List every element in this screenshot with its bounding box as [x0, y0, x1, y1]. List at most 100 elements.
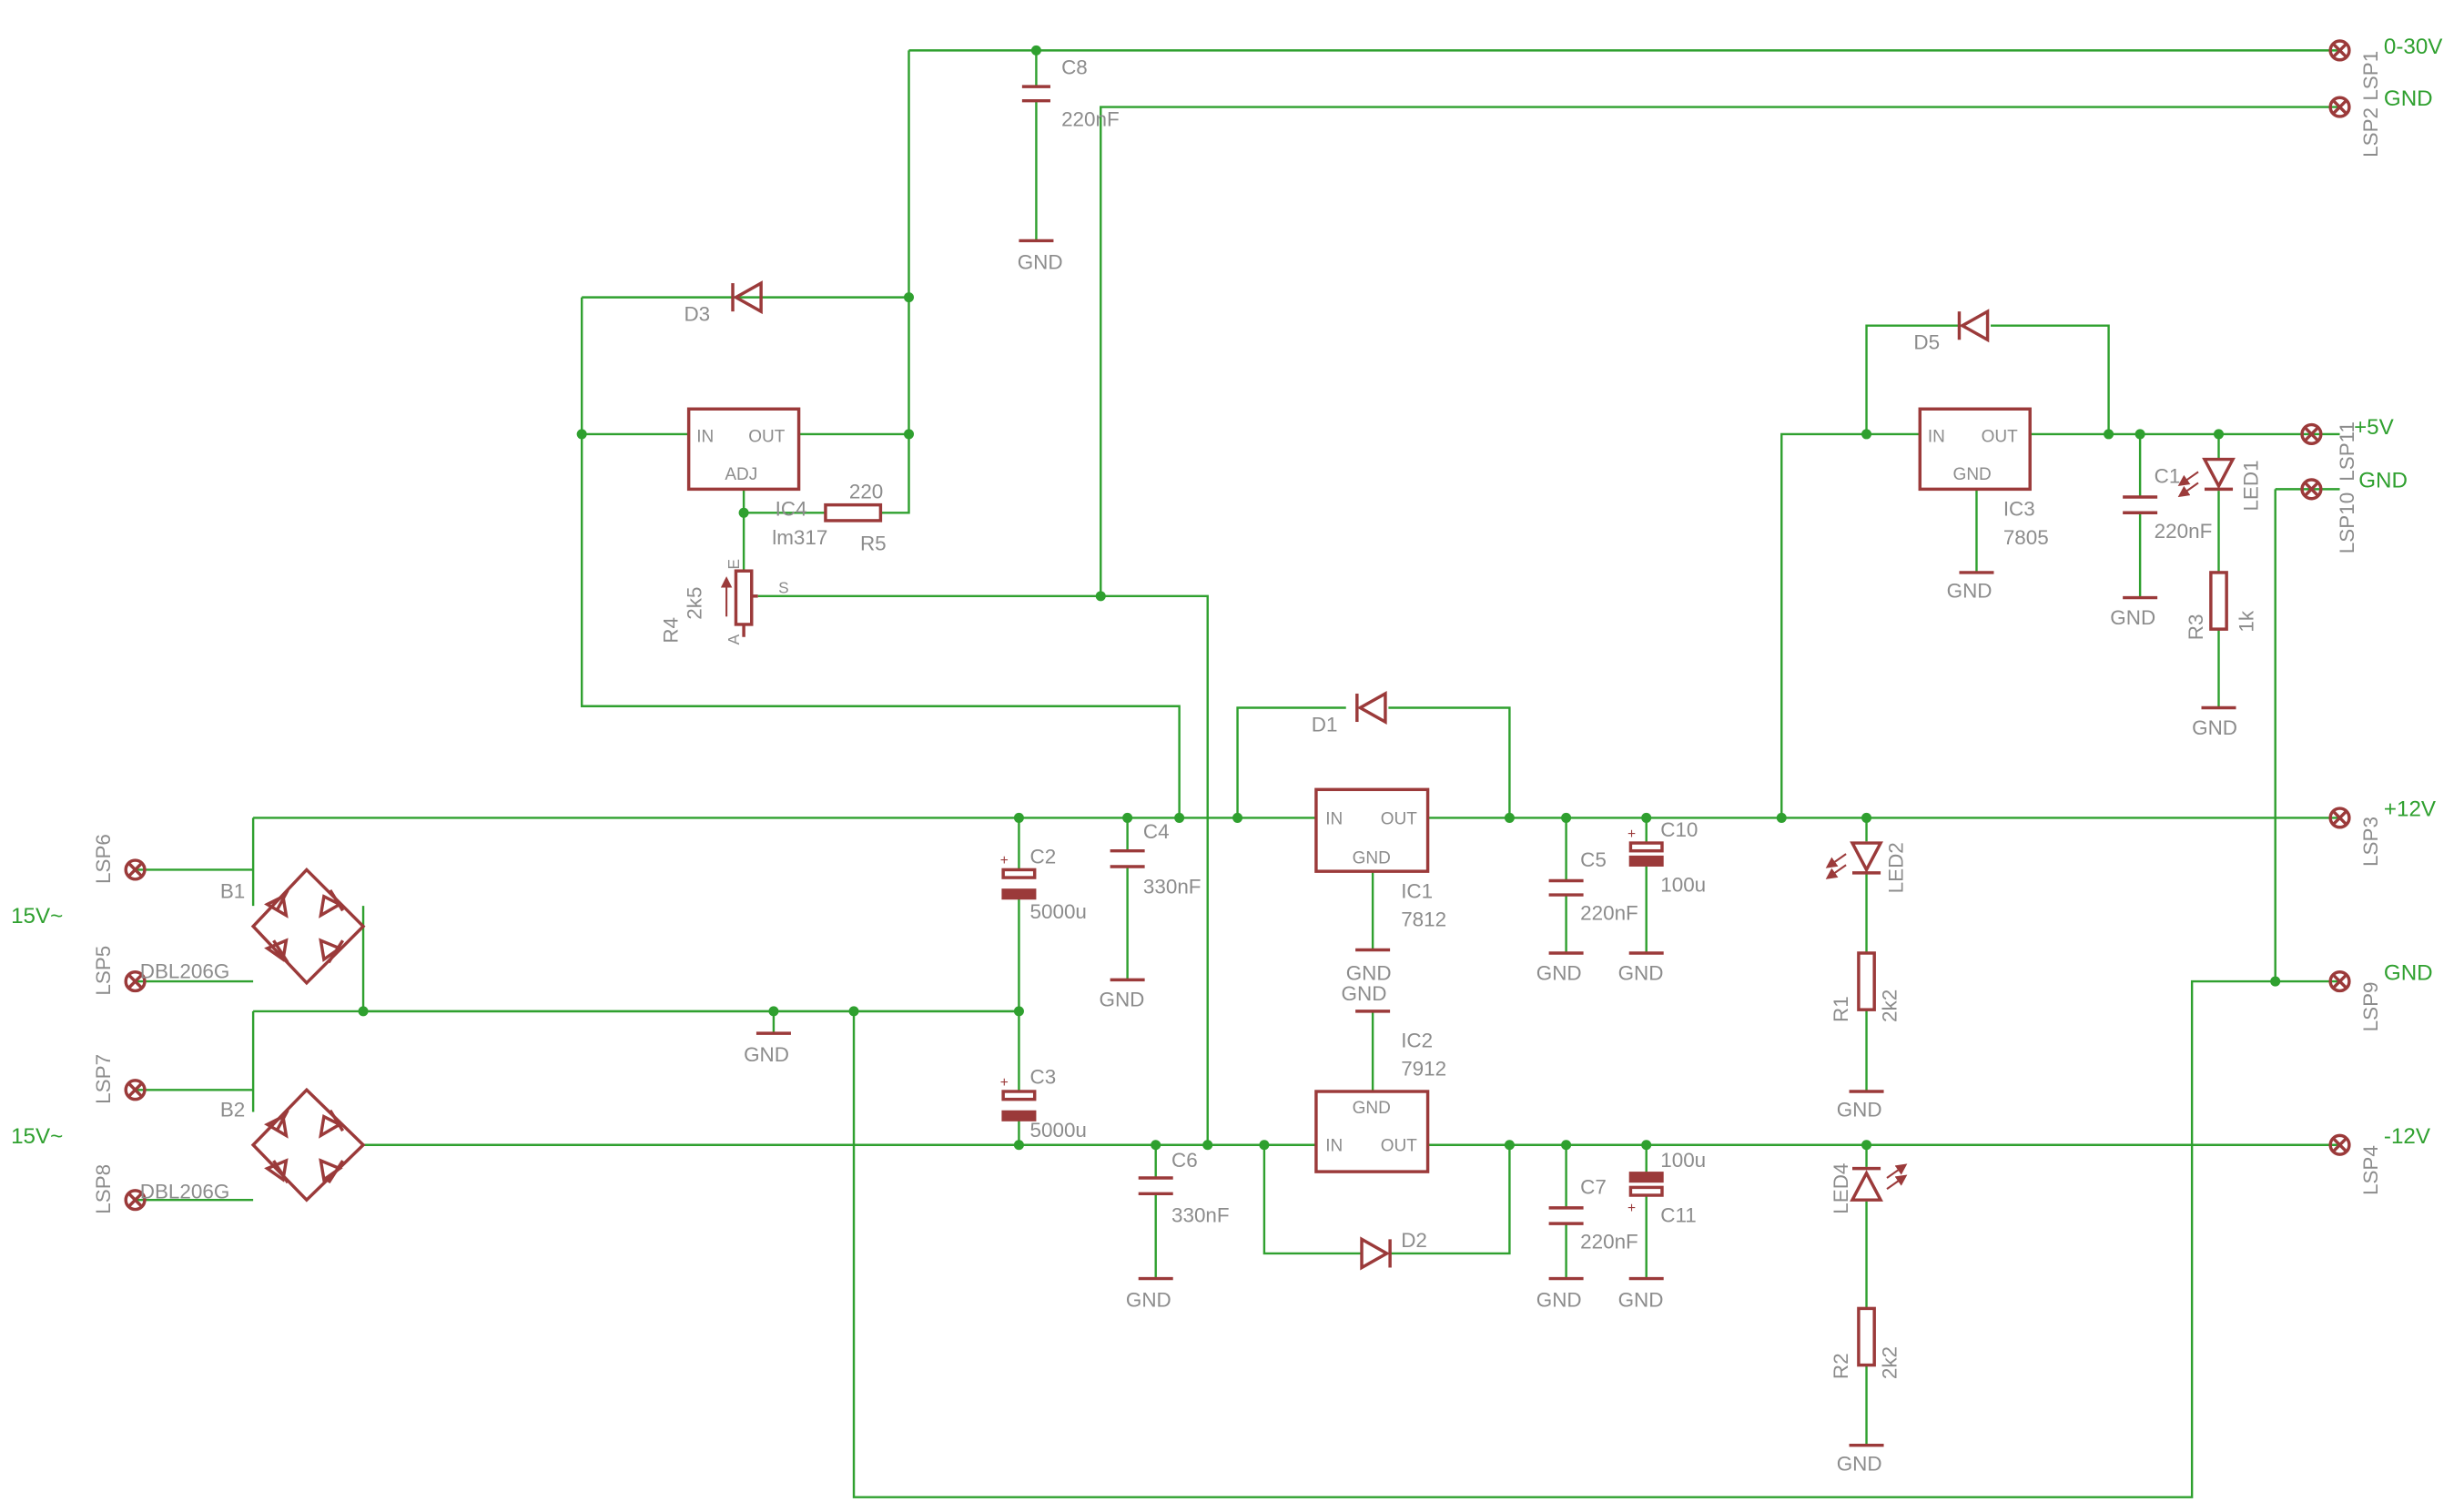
r4-pin-a: A	[725, 634, 743, 644]
gnd-label-c8: GND	[1018, 251, 1063, 274]
gnd-label-ic1: GND	[1346, 961, 1392, 984]
ic2-pin-in: IN	[1325, 1137, 1343, 1156]
b2-bridge-rectifier	[250, 1087, 366, 1203]
ic3-pin-in: IN	[1928, 428, 1945, 447]
lsp1-name: LSP1	[2359, 51, 2382, 101]
c8-name: C8	[1061, 56, 1088, 78]
ic2-name: IC2	[1401, 1030, 1433, 1052]
c2-value: 5000u	[1030, 900, 1087, 923]
input-label-top: 15V~	[11, 904, 63, 929]
r5-resistor	[824, 502, 883, 523]
ic4-pin-out: OUT	[748, 428, 786, 447]
c1-capacitor	[2123, 495, 2158, 515]
gnd-label-ic3: GND	[1947, 580, 1992, 603]
c7-name: C7	[1580, 1175, 1607, 1198]
ic1-pin-gnd: GND	[1353, 849, 1391, 868]
gnd-label-r2: GND	[1837, 1452, 1882, 1475]
c7-value: 220nF	[1580, 1231, 1638, 1253]
c11-value: 100u	[1660, 1149, 1706, 1172]
gnd-symbols	[755, 238, 2236, 1447]
c11-name: C11	[1660, 1203, 1697, 1226]
ic2-value: 7912	[1401, 1058, 1446, 1081]
ic3-pin-gnd: GND	[1953, 465, 1992, 484]
c4-value: 330nF	[1143, 875, 1202, 898]
gnd-label-c4: GND	[1100, 989, 1145, 1011]
led4-led	[1850, 1163, 1908, 1202]
net-label-gnd-top: GND	[2384, 86, 2433, 111]
d1-diode	[1355, 690, 1387, 725]
lsp2-name: LSP2	[2359, 107, 2382, 157]
d5-name: D5	[1913, 331, 1940, 354]
c4-capacitor	[1110, 848, 1145, 868]
lsp9-name: LSP9	[2359, 981, 2382, 1031]
c10-name: C10	[1660, 818, 1698, 841]
connector-pads	[124, 39, 2351, 1212]
r5-value: 220	[849, 481, 883, 503]
ic3-name: IC3	[2003, 498, 2035, 521]
b1-name: B1	[220, 880, 245, 903]
c8-value: 220nF	[1061, 107, 1120, 130]
ic3-7805	[1918, 407, 2032, 492]
c4-name: C4	[1143, 820, 1170, 843]
ic1-pin-in: IN	[1325, 809, 1343, 828]
b2-value: DBL206G	[140, 1180, 230, 1203]
svg-text:+: +	[1627, 1201, 1636, 1216]
gnd-label-r3: GND	[2192, 716, 2237, 739]
wires	[135, 49, 2340, 1498]
ic4-value: lm317	[772, 526, 827, 549]
gnd-label-ic2: GND	[1342, 982, 1387, 1005]
net-label-gnd-mid: GND	[2384, 960, 2433, 985]
c5-capacitor	[1548, 878, 1584, 897]
led2-led	[1825, 841, 1883, 879]
d3-name: D3	[684, 303, 710, 326]
r3-value: 1k	[2236, 610, 2258, 632]
c3-name: C3	[1030, 1065, 1057, 1088]
net-label-gnd-5v: GND	[2358, 469, 2408, 493]
r3-resistor	[2209, 571, 2228, 631]
b1-bridge-rectifier	[250, 867, 366, 986]
lsp6-name: LSP6	[92, 834, 115, 884]
d1-name: D1	[1312, 713, 1338, 736]
r3-name: R3	[2185, 614, 2207, 641]
r2-name: R2	[1830, 1353, 1852, 1379]
led1-name: LED1	[2240, 460, 2263, 511]
gnd-label-c1: GND	[2110, 606, 2155, 629]
net-label-0-30v: 0-30V	[2384, 35, 2443, 59]
b1-value: DBL206G	[140, 960, 230, 983]
gnd-label-c10: GND	[1618, 961, 1664, 984]
led4-name: LED4	[1830, 1163, 1852, 1214]
ic4-lm317	[686, 407, 801, 492]
r4-potentiometer	[720, 569, 758, 637]
c3-value: 5000u	[1030, 1119, 1087, 1142]
r1-value: 2k2	[1878, 989, 1901, 1022]
r2-value: 2k2	[1878, 1346, 1901, 1379]
c8-capacitor	[1021, 85, 1050, 103]
ic4-name: IC4	[776, 498, 807, 521]
svg-text:+: +	[1000, 1075, 1009, 1091]
c6-capacitor	[1138, 1176, 1173, 1196]
net-label-5v: +5V	[2354, 415, 2395, 440]
c11-electrolytic: +	[1627, 1172, 1664, 1216]
r1-resistor	[1857, 951, 1876, 1011]
b2-name: B2	[220, 1099, 245, 1121]
led1-led	[2177, 457, 2236, 498]
ic1-7812	[1314, 787, 1430, 873]
lsp5-name: LSP5	[92, 946, 115, 996]
c2-name: C2	[1030, 846, 1057, 868]
c3-electrolytic: +	[1000, 1075, 1037, 1121]
c6-value: 330nF	[1171, 1203, 1230, 1226]
r1-name: R1	[1830, 996, 1852, 1022]
lsp11-name: LSP11	[2336, 421, 2358, 482]
net-label-12v: +12V	[2384, 797, 2437, 822]
input-label-bottom: 15V~	[11, 1124, 63, 1149]
r4-name: R4	[660, 617, 683, 644]
ic3-value: 7805	[2003, 526, 2049, 549]
gnd-label-r1: GND	[1837, 1099, 1882, 1121]
ic2-pin-gnd: GND	[1353, 1099, 1391, 1118]
d5-diode	[1957, 309, 1990, 343]
gnd-label-c11: GND	[1618, 1289, 1664, 1312]
ic2-7912	[1314, 1090, 1430, 1173]
ic1-name: IC1	[1401, 880, 1433, 903]
